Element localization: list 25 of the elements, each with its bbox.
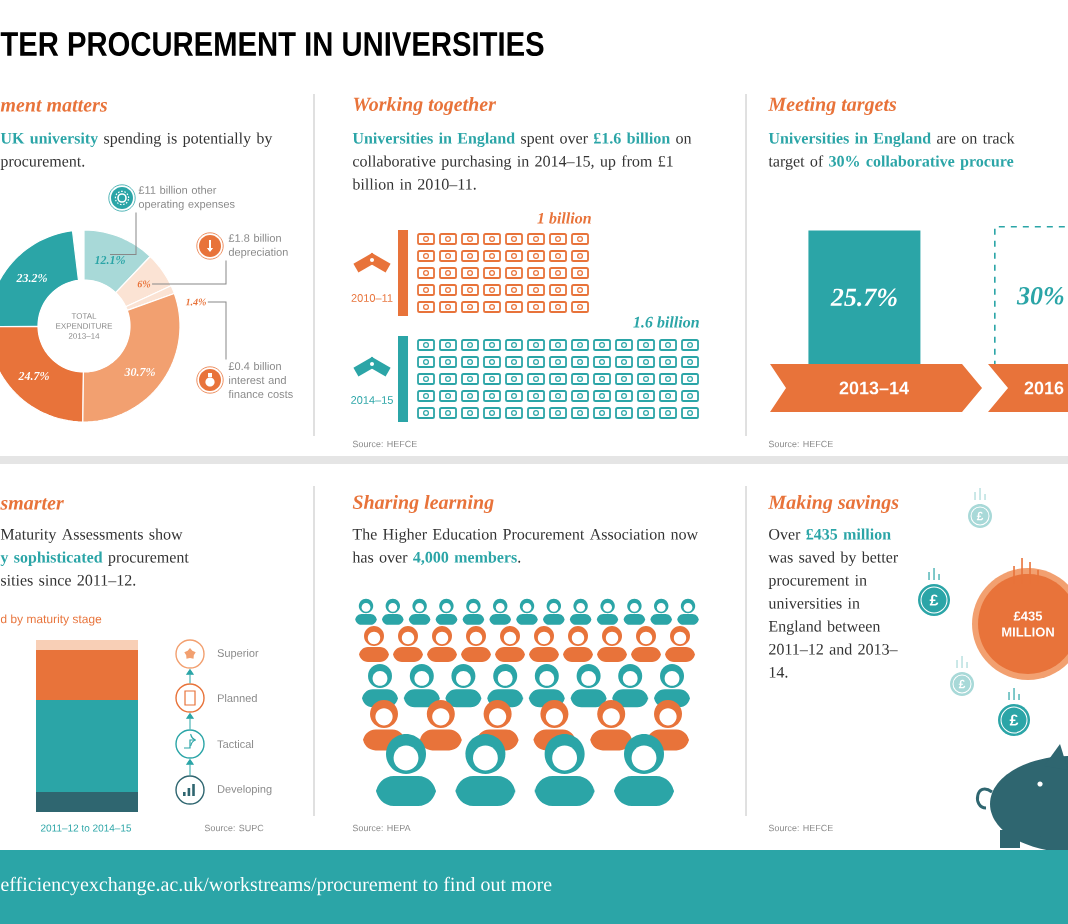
year-banner: 2013–14 — [770, 364, 982, 412]
year-banner: 2016 — [988, 364, 1068, 412]
section-heading: smarter — [0, 498, 64, 510]
value-label: 1.6 billion — [633, 316, 699, 328]
title: TER PROCUREMENT IN UNIVERSITIES — [0, 31, 544, 57]
value-label: 1 billion — [537, 212, 591, 224]
paragraph: Over £435 million was saved by better procurement in universities in England between 2011–12 and 2013–14. — [768, 528, 898, 678]
leader-line — [207, 301, 227, 361]
footer-banner: efficiencyexchange.ac.uk/workstreams/procurement to find out more — [0, 850, 1068, 924]
section-heading: Working together — [353, 96, 497, 116]
paragraph: Maturity Assessments show y sophisticated procurement sities since 2011–12. — [0, 528, 189, 586]
leader-line — [151, 260, 227, 285]
value-bar: 25.7% — [808, 230, 921, 365]
section-heading: Making savings — [768, 494, 899, 514]
paragraph: Universities in England spent over £1.6 billion on collaborative purchasing in 2014–15, up from £1 billion in 2010–11. — [352, 132, 692, 190]
paragraph: Universities in England are on track target of 30% collaborative procure — [768, 132, 1015, 170]
arrow — [186, 759, 194, 776]
arrow — [186, 713, 194, 730]
section-heading: Sharing learning — [352, 494, 494, 514]
paragraph: The Higher Education Procurement Association now has over 4,000 members. — [352, 528, 699, 565]
section-heading: Meeting targets — [768, 96, 897, 116]
section-heading: ment matters — [0, 100, 108, 112]
paragraph: UK university spending is potentially by procurement. — [0, 132, 273, 170]
leader-line — [109, 212, 137, 255]
arrow — [186, 669, 194, 684]
